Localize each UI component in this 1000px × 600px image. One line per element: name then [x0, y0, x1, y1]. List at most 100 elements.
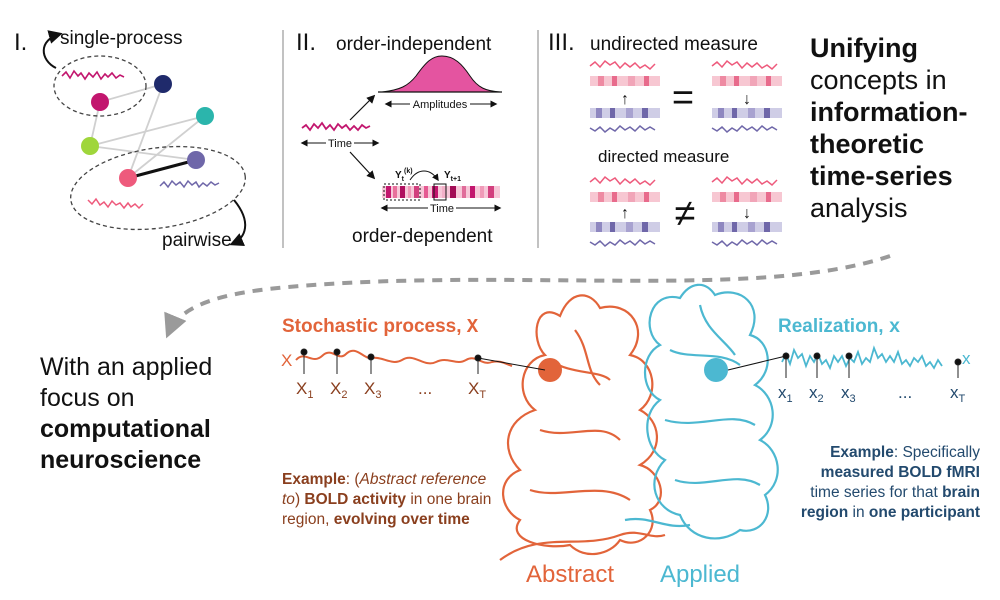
directed-label: directed measure	[598, 147, 729, 166]
example-right-heading: Example	[830, 444, 894, 461]
example-left-text-2: )	[294, 491, 305, 508]
down-branch-arrow	[349, 151, 376, 180]
realization-title: Realization, x	[778, 316, 900, 338]
stochastic-ticks: X1 X2 X3 ... XT	[296, 379, 486, 401]
node-lime	[81, 137, 99, 155]
example-right-text-2: time series for that	[810, 484, 943, 501]
tick-ellipsis: ...	[418, 379, 432, 398]
node-teal	[196, 107, 214, 125]
directed-right-stack	[711, 175, 782, 248]
tick-xt: XT	[468, 379, 486, 401]
time-label-2: Time	[430, 203, 454, 215]
tick-r3: x3	[841, 383, 856, 405]
pairwise-label: pairwise	[162, 230, 232, 251]
realization-link	[727, 355, 787, 371]
node-navy	[154, 75, 172, 93]
tick-r2: x2	[809, 383, 824, 405]
tick-x2: X2	[330, 379, 347, 401]
applied-brain	[644, 283, 779, 540]
equals-sign: =	[672, 77, 694, 119]
tick-x1: X1	[296, 379, 313, 401]
focus-line-1: With an applied	[40, 353, 213, 381]
order-independent-label: order-independent	[336, 34, 492, 55]
time-label-1: Time	[328, 138, 352, 150]
title-line-3: information-	[810, 97, 968, 127]
panel-two-numeral: II.	[296, 29, 316, 56]
title-line-5: time-series	[810, 161, 953, 191]
panel-three: III. undirected measure ↑ = ↓ directed m…	[548, 29, 782, 248]
tick-rt: xT	[950, 383, 966, 405]
realization-markers	[782, 352, 962, 378]
undirected-right-arrow: ↓	[743, 91, 751, 108]
amplitudes-label: Amplitudes	[413, 99, 468, 111]
y-t-k-label: Yt(k)	[395, 168, 413, 183]
panel-one-numeral: I.	[14, 29, 27, 56]
heatmap-strip	[382, 186, 500, 198]
applied-brain-stem	[624, 517, 691, 528]
not-equals-sign: ≠	[675, 193, 696, 235]
focus-line-3: computational	[40, 415, 211, 443]
stochastic-series-symbol: X	[281, 351, 292, 370]
stochastic-link	[477, 357, 546, 371]
example-right: Example: Specifically measured BOLD fMRI…	[800, 443, 980, 523]
undirected-left-stack	[589, 59, 660, 134]
realization-series-symbol: x	[962, 349, 971, 368]
focus-text: With an applied focus on computational n…	[40, 352, 270, 476]
main-title: Unifying concepts in information- theore…	[810, 32, 995, 224]
single-process-label: single-process	[60, 28, 183, 49]
applied-label: Applied	[660, 561, 740, 588]
amplitudes-label-bg	[410, 97, 470, 111]
title-line-1: Unifying	[810, 33, 918, 63]
example-left-bold-2: BOLD activity	[304, 491, 407, 508]
directed-left-stack	[589, 175, 660, 248]
pairwise-edge	[127, 158, 197, 180]
stochastic-title: Stochastic process, X	[282, 316, 479, 338]
node-magenta	[91, 93, 109, 111]
example-left-italic: Abstract reference to	[282, 471, 487, 508]
realization-ticks: x1 x2 x3 ... xT	[778, 383, 966, 405]
example-right-bold-4: one participant	[868, 504, 980, 521]
title-line-6: analysis	[810, 193, 908, 223]
time-label-bg	[326, 137, 354, 150]
pairwise-ellipse	[70, 145, 246, 231]
undirected-label: undirected measure	[590, 34, 758, 55]
example-left-bold-3: evolving over time	[333, 511, 470, 528]
tick-r1: x1	[778, 383, 793, 405]
single-process-ellipse	[53, 55, 147, 117]
abstract-brain	[502, 294, 662, 556]
example-left-text-1: : (	[345, 471, 360, 488]
example-right-bold-3: brain region	[800, 484, 980, 521]
applied-node	[704, 358, 728, 382]
example-right-text-3: in	[848, 504, 869, 521]
order-dependent-label: order-dependent	[352, 226, 493, 247]
embedding-box	[383, 183, 421, 201]
pairwise-series-pink	[87, 197, 144, 210]
stochastic-series	[295, 349, 513, 367]
undirected-right-stack	[711, 59, 782, 134]
single-process-series	[61, 69, 125, 81]
panel-two: II. order-independent Amplitudes Time	[296, 29, 502, 247]
title-line-4: theoretic	[810, 129, 925, 159]
y-t1-label: Yt+1	[444, 170, 461, 183]
example-right-text-1: : Specifically	[893, 444, 980, 461]
future-box	[433, 183, 447, 201]
node-purple	[187, 151, 205, 169]
abstract-label: Abstract	[526, 561, 614, 588]
single-process-arrow	[42, 30, 63, 69]
pairwise-arrow	[229, 199, 246, 247]
embedding-arrow	[409, 170, 439, 182]
time-label-2-bg	[428, 202, 456, 215]
node-pink	[119, 169, 137, 187]
directed-right-arrow: ↓	[743, 205, 751, 222]
abstract-node	[538, 358, 562, 382]
directed-left-arrow: ↑	[621, 205, 629, 222]
example-left-heading: Example	[282, 471, 346, 488]
example-left-text-3: in one brain region,	[282, 491, 492, 528]
focus-line-2: focus on	[40, 384, 135, 412]
panel-three-numeral: III.	[548, 29, 575, 56]
tick-x3: X3	[364, 379, 381, 401]
example-left: Example: (Abstract reference to) BOLD ac…	[282, 470, 492, 530]
pairwise-series-purple	[159, 179, 220, 189]
tick-r-ellipsis: ...	[898, 383, 912, 402]
